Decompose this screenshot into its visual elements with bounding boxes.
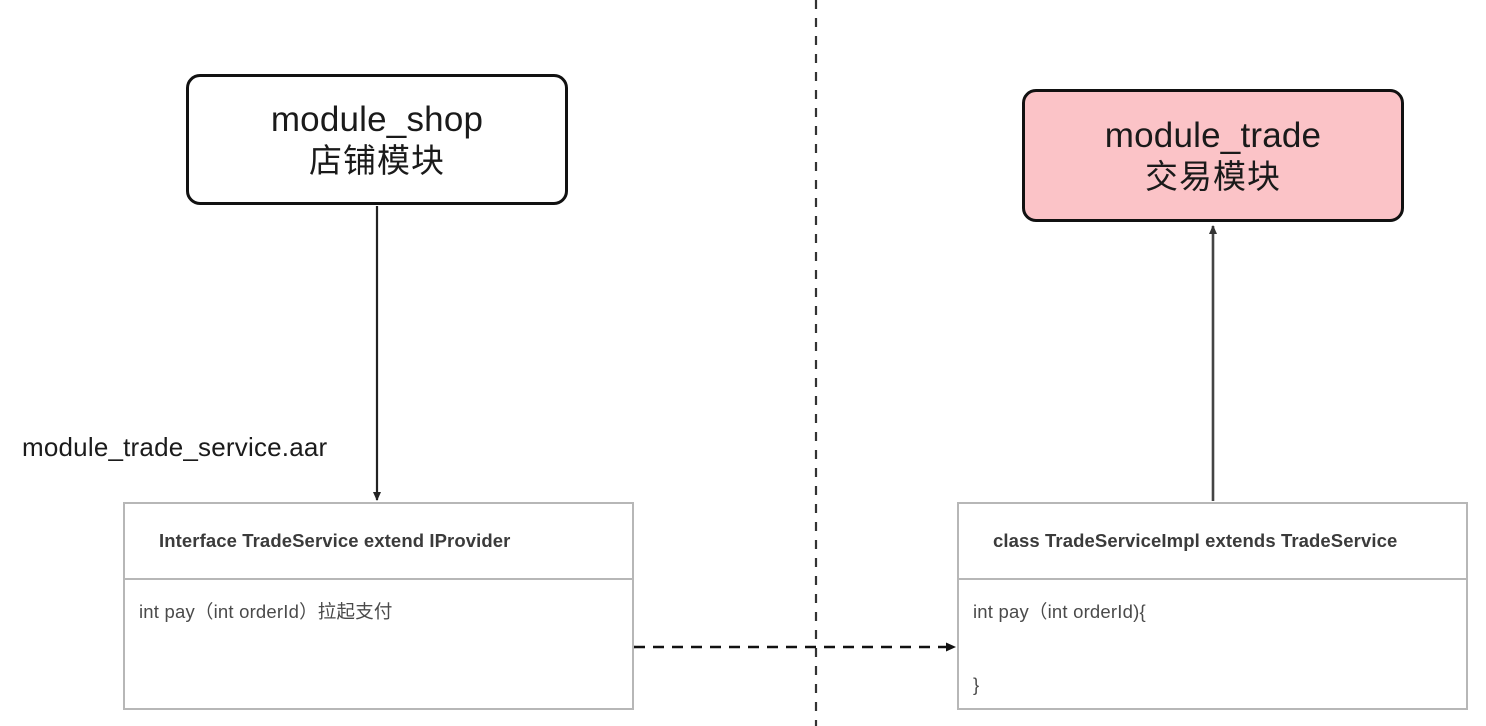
impl-class-title: class TradeServiceImpl extends TradeServ… — [993, 530, 1398, 551]
interface-member-pay: int pay（int orderId）拉起支付 — [139, 601, 393, 622]
impl-member-pay-open: int pay（int orderId){ — [973, 601, 1146, 622]
impl-class-box[interactable]: class TradeServiceImpl extends TradeServ… — [957, 502, 1468, 710]
impl-class-body: int pay（int orderId){ } — [959, 580, 1466, 706]
module-shop-box[interactable]: module_shop 店铺模块 — [186, 74, 568, 205]
interface-class-body: int pay（int orderId）拉起支付 — [125, 580, 632, 633]
interface-class-header: Interface TradeService extend IProvider — [125, 504, 632, 580]
module-trade-subtitle: 交易模块 — [1145, 157, 1281, 195]
module-shop-name: module_shop — [270, 99, 484, 139]
interface-class-title: Interface TradeService extend IProvider — [159, 530, 511, 551]
module-trade-name: module_trade — [1104, 115, 1322, 155]
module-shop-subtitle: 店铺模块 — [309, 141, 445, 179]
impl-class-header: class TradeServiceImpl extends TradeServ… — [959, 504, 1466, 580]
module-trade-box[interactable]: module_trade 交易模块 — [1022, 89, 1404, 222]
impl-member-close-brace: } — [973, 674, 980, 696]
aar-artifact-label: module_trade_service.aar — [22, 432, 328, 462]
interface-class-box[interactable]: Interface TradeService extend IProvider … — [123, 502, 634, 710]
